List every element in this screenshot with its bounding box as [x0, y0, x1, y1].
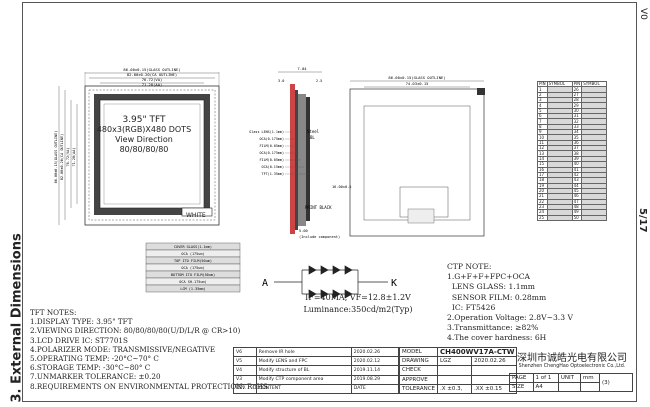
mechanical-drawing: 86.00±0.15(GLASS OUTLINE) 82.00±0.20(CA …: [54, 66, 485, 299]
svg-text:Glass LENS(1.1mm): Glass LENS(1.1mm): [249, 130, 284, 134]
led-spec: IF=40MA, VF=12.8±1.2V Luminance:350cd/m2…: [303, 293, 413, 314]
ctp-notes: CTP NOTE:1.G+F+F+FPC+OCA LENS GLASS: 1.1…: [447, 262, 573, 343]
svg-text:LCM (1.35mm): LCM (1.35mm): [180, 287, 205, 291]
company-block: 深圳市诚皓光电有限公司 Shenzhen ChengHao Optoelectr…: [517, 353, 627, 369]
svg-text:OCA SH.175um): OCA SH.175um): [179, 280, 206, 284]
svg-text:82.00±0.20(CA OUTLINE): 82.00±0.20(CA OUTLINE): [60, 134, 64, 180]
led-circuit: [274, 265, 388, 299]
svg-text:BOTTOM ITO FILM(50um): BOTTOM ITO FILM(50um): [171, 273, 215, 277]
dim-aa: 71.28(AA): [142, 82, 163, 87]
svg-text:TOP ITO FILM(50um): TOP ITO FILM(50um): [174, 259, 212, 263]
white-label: WHITE: [186, 212, 206, 219]
svg-text:7.04: 7.04: [297, 66, 307, 71]
cathode-label: K: [391, 278, 397, 289]
side-lens: [290, 84, 295, 234]
lcd-front-label: 3.95" TFT 480x3(RGB)X480 DOTS View Direc…: [96, 115, 192, 154]
svg-text:OCA (175um): OCA (175um): [181, 252, 204, 256]
svg-text:86.00±0.15(GLASS OUTLINE): 86.00±0.15(GLASS OUTLINE): [388, 75, 445, 80]
steel-label: Steel: [307, 129, 320, 134]
page-number: 5/17: [637, 208, 648, 233]
revision-code: V0: [638, 8, 648, 20]
svg-text:OCA (175um): OCA (175um): [181, 266, 204, 270]
svg-text:86.00±0.15(GLASS OUTLINE): 86.00±0.15(GLASS OUTLINE): [54, 131, 58, 184]
view-area: [103, 103, 201, 205]
svg-text:3.0: 3.0: [278, 79, 284, 83]
projection-symbol: (3): [599, 372, 633, 393]
svg-text:71.28(AA): 71.28(AA): [72, 148, 76, 167]
svg-text:PRINT BLACK: PRINT BLACK: [305, 205, 332, 210]
svg-text:16.00±0.5: 16.00±0.5: [332, 185, 351, 189]
bl-label: BL: [310, 135, 315, 140]
svg-text:OCA(0.175mm): OCA(0.175mm): [260, 151, 285, 155]
svg-text:76.72(VA): 76.72(VA): [66, 148, 70, 167]
svg-text:OCA(0.175mm): OCA(0.175mm): [260, 137, 285, 141]
dim-glass-top: 86.00±0.15(GLASS OUTLINE): [123, 67, 180, 72]
svg-text:FILM(0.05mm): FILM(0.05mm): [260, 158, 285, 162]
svg-text:TFT(1.35mm): TFT(1.35mm): [262, 172, 284, 176]
section-title: 3. External Dimensions: [9, 233, 25, 403]
svg-text:74.03±0.15: 74.03±0.15: [406, 81, 429, 86]
white-tab: [181, 207, 213, 217]
stack-table: COVER GLASS(1.1mm) OCA (175um) TOP ITO F…: [145, 242, 241, 293]
back-glass: [349, 88, 485, 237]
svg-text:COVER GLASS(1.1mm): COVER GLASS(1.1mm): [174, 245, 212, 249]
svg-text:2.5: 2.5: [316, 79, 322, 83]
glass-outline: [84, 85, 220, 226]
svg-text:5.00: 5.00: [299, 229, 308, 233]
svg-text:(Include component): (Include component): [299, 235, 340, 239]
active-area: [99, 99, 205, 209]
svg-text:FILM(0.05mm): FILM(0.05mm): [260, 144, 285, 148]
ca-outline: [88, 89, 216, 221]
svg-text:OCA(0.15mm): OCA(0.15mm): [262, 165, 284, 169]
dim-ca: 82.00±0.20(CA OUTLINE): [127, 72, 177, 77]
drawing-border: [22, 2, 637, 402]
dim-va: 76.72(VA): [142, 77, 163, 82]
anode-label: A: [262, 278, 268, 289]
